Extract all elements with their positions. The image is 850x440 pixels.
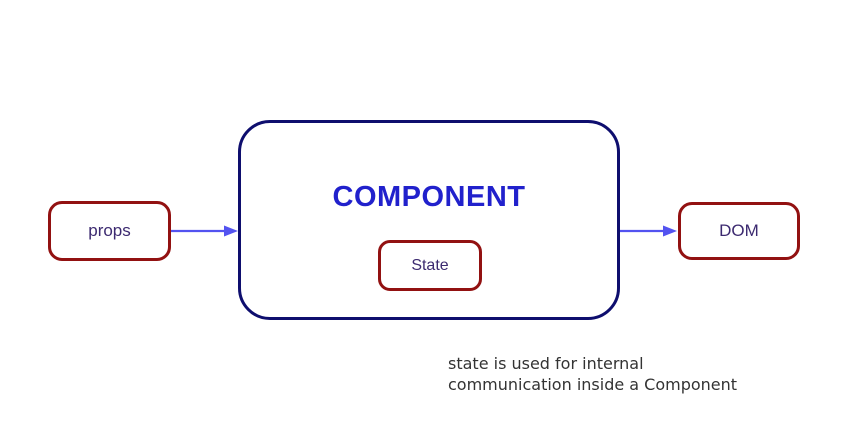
caption: state is used for internal communication…	[448, 353, 737, 395]
dom-label: DOM	[719, 221, 759, 240]
props-box: props	[48, 201, 171, 261]
state-label: State	[411, 256, 449, 274]
props-label: props	[88, 221, 131, 240]
caption-line-2: communication inside a Component	[448, 375, 738, 394]
dom-box: DOM	[678, 202, 800, 260]
component-box: COMPONENT State	[238, 120, 620, 320]
component-title: COMPONENT	[332, 181, 526, 213]
state-box: State	[378, 240, 482, 291]
caption-line-1: state is used for internal	[448, 354, 644, 373]
arrow-component-to-dom-icon	[620, 225, 677, 237]
arrow-props-to-component-icon	[171, 225, 238, 237]
